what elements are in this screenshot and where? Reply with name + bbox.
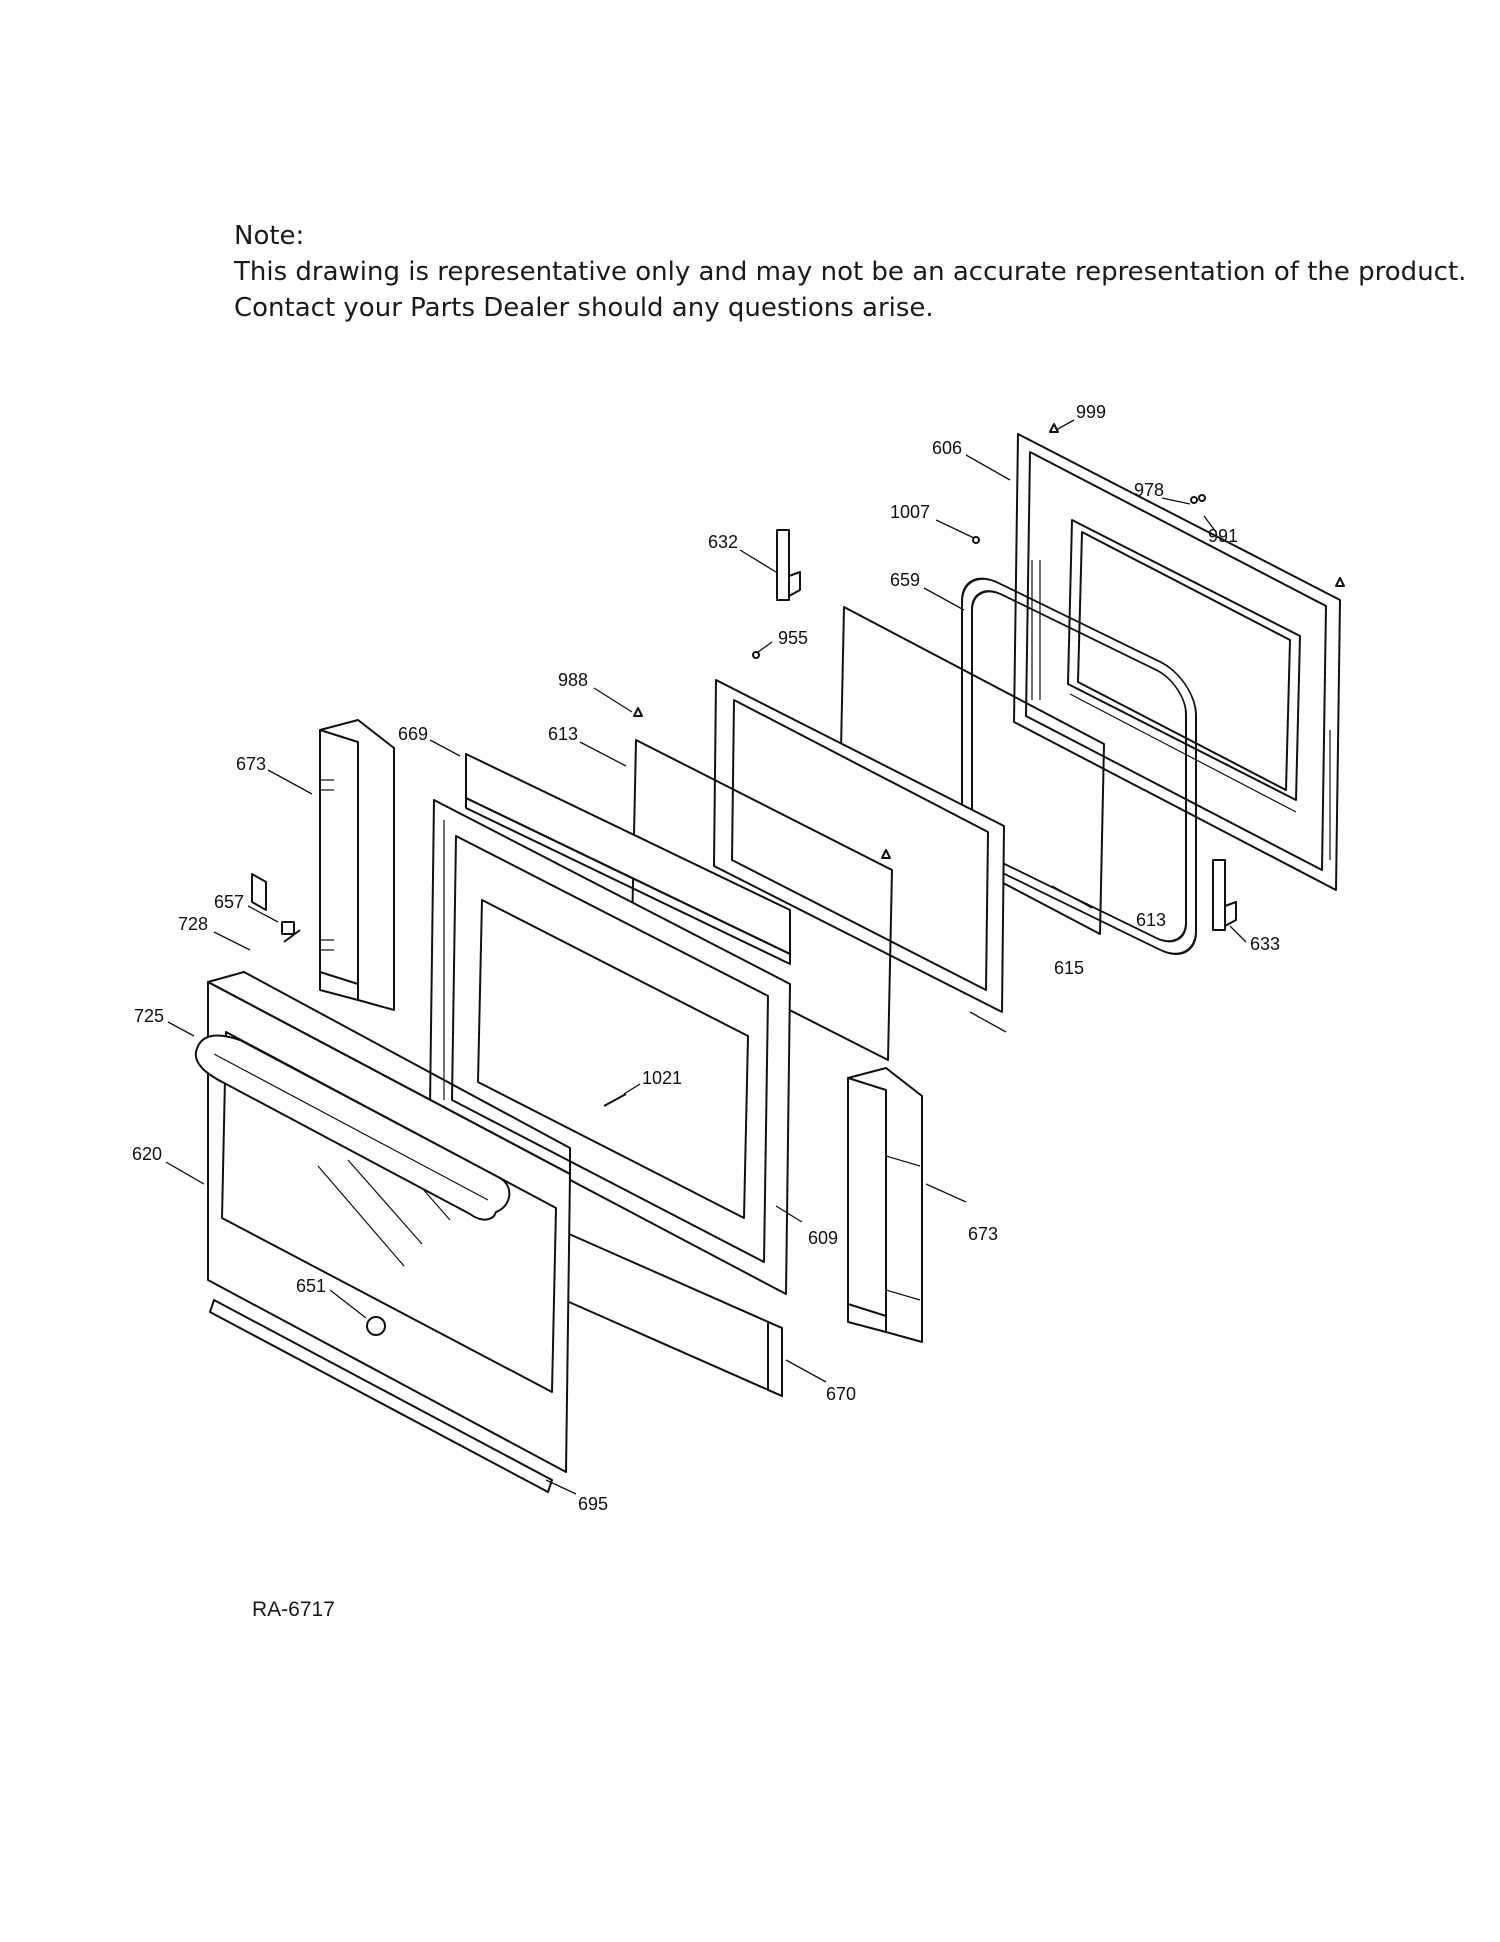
part-615-glass-frame <box>713 679 1005 1013</box>
label-659: 659 <box>890 570 920 590</box>
reference-code: RA-6717 <box>252 1598 335 1621</box>
label-988: 988 <box>558 670 588 690</box>
part-609-door-frame <box>429 799 791 1295</box>
label-955: 955 <box>778 628 808 648</box>
small-screws <box>603 423 1345 1107</box>
label-673-right: 673 <box>968 1224 998 1244</box>
part-633-hinge <box>1212 859 1237 931</box>
label-728: 728 <box>178 914 208 934</box>
part-725-door-handle <box>194 1034 511 1221</box>
label-609: 609 <box>808 1228 838 1248</box>
note-heading: Note: <box>234 221 305 251</box>
part-651-logo-badge <box>366 1316 386 1336</box>
part-number-labels: 999 606 978 991 1007 632 659 955 988 669… <box>132 402 1280 1514</box>
part-695-bottom-trim <box>209 1299 553 1493</box>
label-633: 633 <box>1250 934 1280 954</box>
part-606-inner-door-panel <box>1013 433 1341 891</box>
disclaimer-note: Note: This drawing is representative onl… <box>234 218 1467 326</box>
part-613-rear-glass <box>839 606 1105 935</box>
leader-lines <box>165 419 1247 1495</box>
label-991: 991 <box>1208 526 1238 546</box>
label-613-front: 613 <box>548 724 578 744</box>
label-606: 606 <box>932 438 962 458</box>
label-669: 669 <box>398 724 428 744</box>
part-728-bracket <box>251 873 267 911</box>
part-673-left-side-insulation <box>319 719 395 1011</box>
label-999: 999 <box>1076 402 1106 422</box>
label-978: 978 <box>1134 480 1164 500</box>
label-615: 615 <box>1054 958 1084 978</box>
label-695: 695 <box>578 1494 608 1514</box>
part-673-right-side-insulation <box>847 1067 923 1343</box>
label-673-left: 673 <box>236 754 266 774</box>
label-657: 657 <box>214 892 244 912</box>
label-725: 725 <box>134 1006 164 1026</box>
label-613-rear: 613 <box>1136 910 1166 930</box>
screw-728 <box>283 929 301 943</box>
label-620: 620 <box>132 1144 162 1164</box>
label-670: 670 <box>826 1384 856 1404</box>
label-651: 651 <box>296 1276 326 1296</box>
note-line-2: Contact your Parts Dealer should any que… <box>234 293 934 323</box>
part-632-hinge <box>776 529 801 601</box>
label-1021: 1021 <box>642 1068 682 1088</box>
label-1007: 1007 <box>890 502 930 522</box>
part-657-clip <box>281 921 295 935</box>
part-669-insulation <box>465 753 791 965</box>
note-line-1: This drawing is representative only and … <box>234 257 1467 287</box>
label-632: 632 <box>708 532 738 552</box>
